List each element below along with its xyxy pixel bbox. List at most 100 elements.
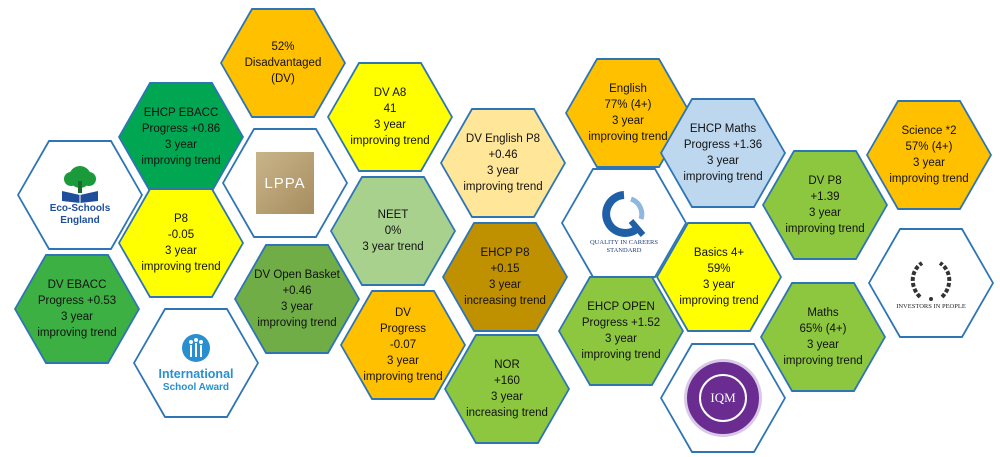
stat-line: +160 [494, 375, 520, 387]
stat-line: NOR [494, 359, 520, 371]
stat-hex-body: Science *2 57% (4+) 3 year improving trend [868, 102, 990, 208]
investors-text: INVESTORS IN PEOPLE [896, 302, 966, 310]
stat-line: Maths [807, 307, 839, 319]
stat-line: 3 year [707, 155, 739, 167]
iqm-badge-icon: IQM [684, 359, 762, 437]
stat-line: 57% (4+) [905, 141, 953, 153]
eco-schools-line1: Eco-Schools [49, 203, 111, 214]
stat-line: 3 year [807, 339, 839, 351]
stat-line: NEET [377, 209, 409, 221]
stat-hex: EHCP EBACC Progress +0.86 3 year improving … [118, 82, 244, 192]
stat-line: 3 year [61, 311, 93, 323]
stat-line: 3 year [913, 157, 945, 169]
stat-line: improving trend [363, 371, 443, 383]
international-award-hex: International School Award [133, 308, 259, 418]
stat-line: 3 year [165, 139, 197, 151]
stat-line: +0.15 [490, 263, 520, 275]
stat-line: Progress +0.53 [37, 295, 117, 307]
stat-hex: DV EBACC Progress +0.53 3 year improving tr… [14, 254, 140, 364]
lppa-text: LPPA [264, 174, 306, 192]
stat-line: 3 year trend [362, 241, 424, 253]
stat-hex-body: DV EBACC Progress +0.53 3 year improving tr… [16, 256, 138, 362]
lppa-hex: LPPA [222, 128, 348, 238]
stat-line: 3 year [612, 115, 644, 127]
stat-line: 59% [707, 263, 731, 275]
stat-line: improving trend [679, 295, 759, 307]
stat-line: increasing trend [464, 295, 546, 307]
stat-line: DV EBACC [47, 279, 107, 291]
stat-line: 3 year [605, 333, 637, 345]
stat-line: 41 [383, 103, 397, 115]
stat-hex: Science *2 57% (4+) 3 year improving trend [866, 100, 992, 210]
stat-line: 3 year [281, 301, 313, 313]
stat-line: improving trend [581, 349, 661, 361]
stat-line: 52% [271, 41, 295, 53]
quality-careers-line2: STANDARD [606, 247, 642, 254]
international-line1: International [158, 367, 234, 381]
stat-line: Progress +1.52 [581, 317, 661, 329]
lppa-logo-icon: LPPA [256, 152, 314, 214]
stat-hex-body: Maths 65% (4+) 3 year improving trend [762, 284, 884, 390]
stat-line: 65% (4+) [799, 323, 847, 335]
stat-line: EHCP P8 [480, 247, 530, 259]
stat-line: Progress +0.86 [141, 123, 221, 135]
stat-line: +1.39 [810, 191, 840, 203]
iqm-hex: IQM [660, 343, 786, 453]
stat-line: English [609, 83, 647, 95]
stat-line: Progress +1.36 [683, 139, 763, 151]
stat-line: 3 year [487, 165, 519, 177]
tree-book-icon [62, 166, 98, 203]
stat-line: 3 year [165, 245, 197, 257]
stat-line: Science *2 [901, 125, 957, 137]
stat-line: improving trend [141, 261, 221, 273]
stat-line: 3 year [387, 355, 419, 367]
stat-line: DV English P8 [465, 133, 541, 145]
stat-line: improving trend [37, 327, 117, 339]
stat-line: DV Open Basket [254, 269, 340, 281]
stat-line: improving trend [785, 223, 865, 235]
stat-line: improving trend [783, 355, 863, 367]
stat-hex: Maths 65% (4+) 3 year improving trend [760, 282, 886, 392]
stat-line: improving trend [588, 131, 668, 143]
q-swirl-icon [602, 191, 646, 237]
stat-line: 3 year [374, 119, 406, 131]
stat-line: EHCP Maths [689, 123, 757, 135]
stat-line: -0.05 [167, 229, 195, 241]
stat-hex-body: 52%Disadvantaged(DV) [222, 10, 344, 116]
stat-line: EHCP EBACC [143, 107, 219, 119]
stat-line: improving trend [257, 317, 337, 329]
stat-line: DV [395, 307, 411, 319]
stat-line: improving trend [683, 171, 763, 183]
stat-line: 77% (4+) [604, 99, 652, 111]
laurel-wreath-icon [910, 260, 952, 301]
figures-icon [182, 334, 210, 362]
stat-line: DV P8 [808, 175, 842, 187]
stat-line: improving trend [463, 181, 543, 193]
stat-line: increasing trend [466, 407, 548, 419]
stat-line: Progress [379, 323, 427, 335]
stat-line: improving trend [889, 173, 969, 185]
stat-line: improving trend [141, 155, 221, 167]
stat-line: Basics 4+ [693, 247, 745, 259]
